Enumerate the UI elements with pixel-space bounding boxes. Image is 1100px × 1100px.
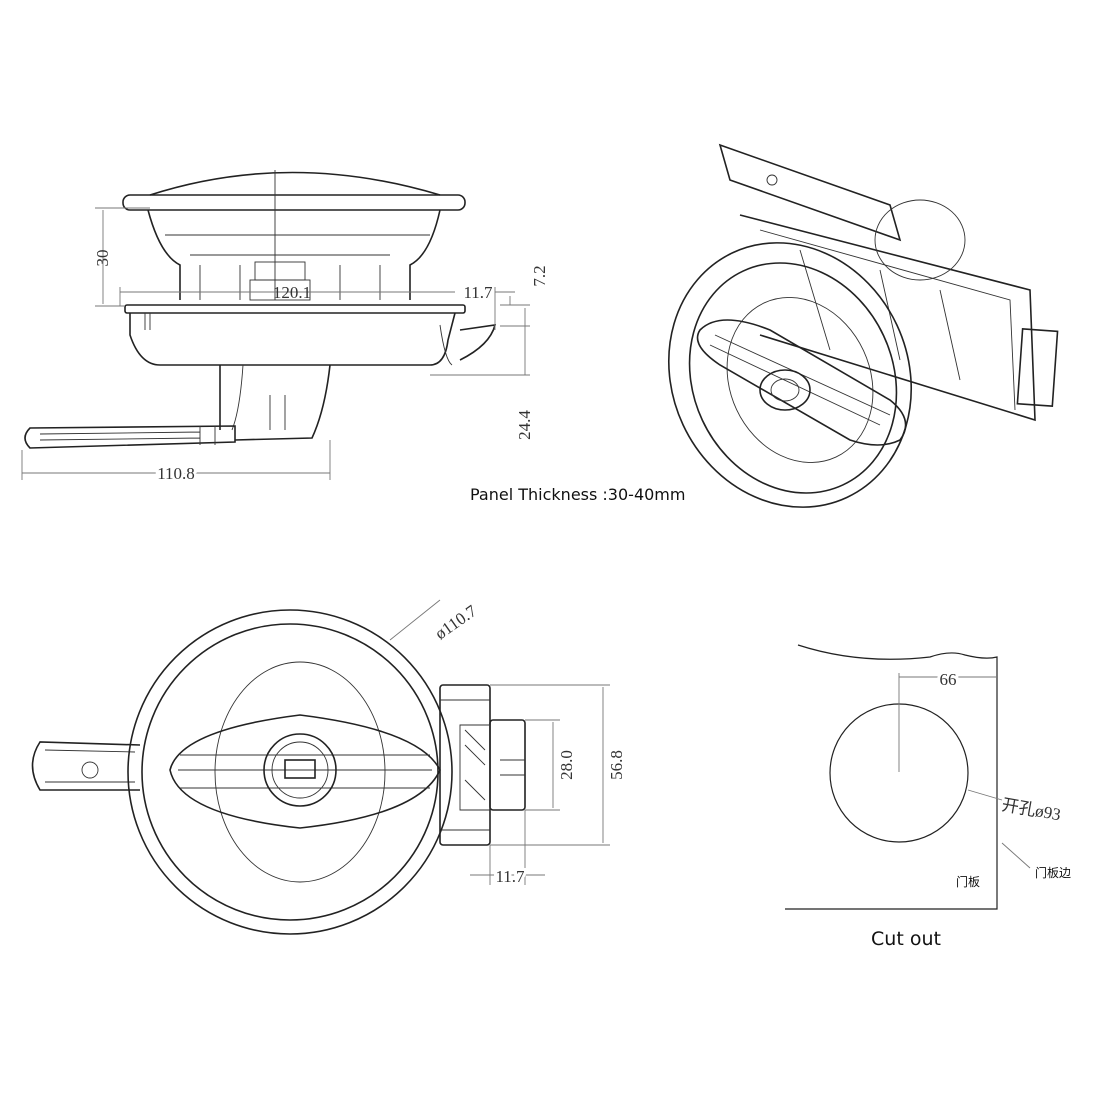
panel-thickness-label: Panel Thickness :30-40mm: [470, 485, 685, 504]
panel-label: 门板: [956, 874, 980, 889]
cutout-dim-label: 66: [940, 670, 957, 689]
hole-label: 开孔ø93: [1000, 795, 1062, 824]
dim-inner-label: 28.0: [557, 750, 576, 780]
dome-cap: [149, 171, 441, 196]
dim-tab-label: 11.7: [463, 283, 493, 302]
dim-width-label: 120.1: [273, 283, 311, 302]
panel-edge-label: 门板边: [1035, 865, 1071, 880]
isometric-view: [667, 143, 1059, 508]
dim-tab-height-label: 7.2: [530, 265, 549, 286]
side-view: 30 120.1 11.7 7.2 24.4 110.8: [21, 170, 549, 486]
dim-handle-label: 110.8: [157, 464, 195, 483]
dim-diameter-label: ø110.7: [431, 601, 480, 643]
cutout-view: 66 开孔ø93 门板 门板边 Cut out: [785, 644, 1071, 950]
dim-depth-label: 24.4: [515, 410, 534, 440]
cutout-title: Cut out: [871, 928, 941, 950]
dim-offset-label: 11.7: [495, 867, 525, 886]
dim-outer-label: 56.8: [607, 750, 626, 780]
front-view: ø110.7 28.0 56.8 11.7: [31, 599, 626, 935]
dim-height-label: 30: [93, 250, 112, 267]
